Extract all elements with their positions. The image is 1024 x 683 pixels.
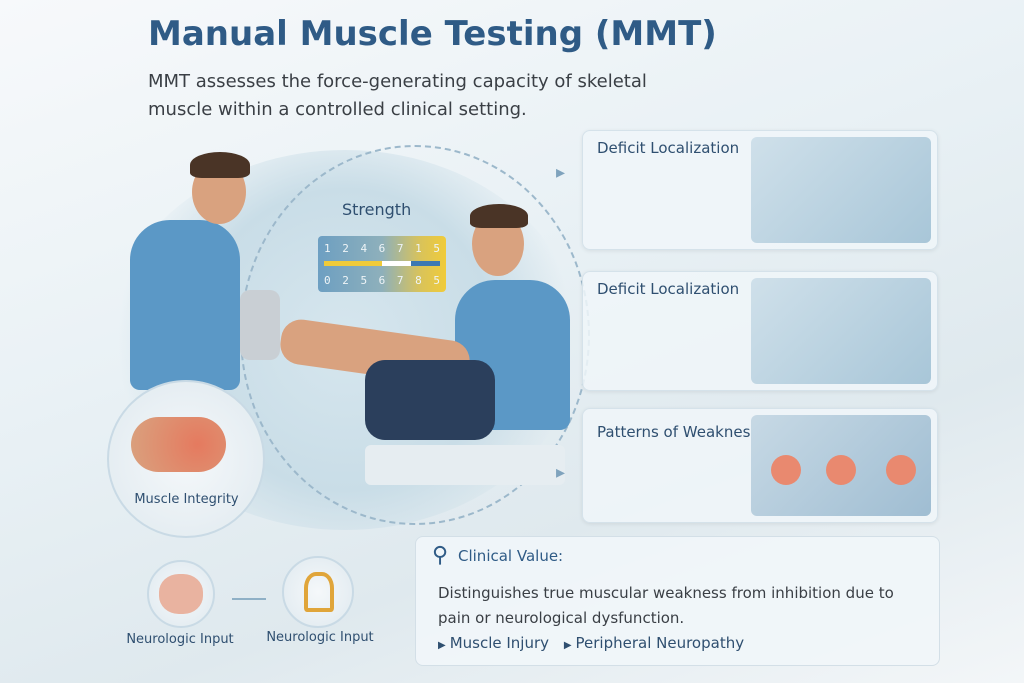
- card-label: Deficit Localization: [597, 139, 740, 157]
- tag-peripheral-neuropathy: Peripheral Neuropathy: [575, 634, 745, 652]
- card-label: Patterns of Weakness: [597, 423, 759, 441]
- clinical-value-description: Distinguishes true muscular weakness fro…: [438, 584, 894, 627]
- neurologic-input-label: Neurologic Input: [126, 632, 234, 647]
- flexed-arm-icon: [131, 417, 226, 472]
- scale-bottom-tick: 0: [324, 274, 331, 287]
- scale-top-tick: 7: [396, 242, 404, 255]
- strength-scale: 1 2 4 6 7 1 5 0 2 5 6 7 8 5: [318, 236, 446, 292]
- magnifier-icon: ⚲: [432, 543, 449, 568]
- scale-top-tick: 6: [378, 242, 386, 255]
- clinical-value-box: ⚲ Clinical Value: Distinguishes true mus…: [415, 536, 940, 666]
- scale-top-tick: 1: [324, 242, 331, 255]
- scale-bar: [324, 261, 440, 266]
- arrow-icon: ▸: [556, 162, 566, 183]
- connector-line: [232, 598, 266, 600]
- bullet-icon: ▶: [438, 640, 446, 651]
- clinical-tags: ▶Muscle Injury ▶Peripheral Neuropathy: [438, 634, 754, 652]
- card-illustration: [751, 137, 931, 243]
- neurologic-input-label: Neurologic Input: [266, 630, 374, 645]
- subtitle: MMT assesses the force-generating capaci…: [148, 71, 647, 120]
- brain-icon: [147, 560, 215, 628]
- card-deficit-localization-1: Deficit Localization: [582, 130, 938, 250]
- card-deficit-localization-2: Deficit Localization: [582, 271, 938, 391]
- scale-top-tick: 5: [433, 242, 440, 255]
- bullet-icon: ▶: [563, 640, 572, 651]
- scale-bottom-tick: 5: [360, 274, 368, 287]
- scale-top-tick: 1: [415, 242, 422, 255]
- scale-bottom-tick: 6: [378, 274, 386, 287]
- scale-top-tick: 4: [360, 242, 368, 255]
- tag-muscle-injury: Muscle Injury: [449, 634, 550, 652]
- page-title: Manual Muscle Testing (MMT): [148, 14, 717, 54]
- nerve-icon: [282, 556, 354, 628]
- scale-bottom-tick: 2: [342, 274, 349, 287]
- scale-bottom-tick: 8: [415, 274, 422, 287]
- strength-label: Strength: [342, 200, 412, 219]
- scale-bottom-tick: 7: [396, 274, 404, 287]
- muscle-integrity-circle: Muscle Integrity: [107, 380, 265, 538]
- card-illustration: [751, 278, 931, 384]
- arrow-icon: ▸: [556, 462, 566, 483]
- back-muscles-illustration: [751, 415, 931, 516]
- card-patterns-of-weakness: Patterns of Weakness: [582, 408, 938, 523]
- scale-bottom-tick: 5: [433, 274, 440, 287]
- clinical-value-title: Clinical Value:: [458, 547, 564, 565]
- card-label: Deficit Localization: [597, 280, 740, 298]
- muscle-integrity-label: Muscle Integrity: [134, 492, 239, 507]
- scale-top-tick: 2: [342, 242, 349, 255]
